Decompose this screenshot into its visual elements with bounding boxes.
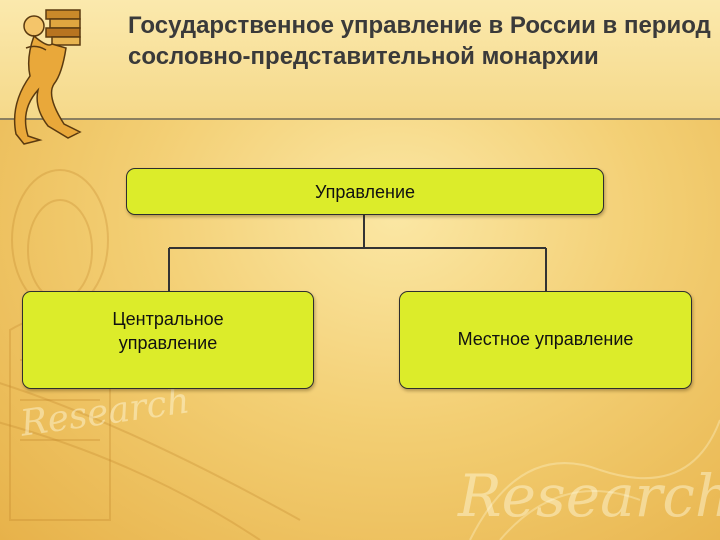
slide-title: Государственное управление в России в пе…: [128, 12, 711, 70]
watermark-large: Research: [458, 462, 720, 530]
node-local-management: Местное управление: [399, 291, 692, 389]
title-bar: [0, 0, 720, 120]
node-root: Управление: [126, 168, 604, 215]
node-root-label: Управление: [314, 181, 416, 202]
book-carrier-figure-logo: [13, 9, 82, 145]
node-central-label: Центральное управление: [112, 309, 224, 353]
node-central-management: Центральное управление: [22, 291, 314, 389]
node-local-label: Местное управление: [457, 329, 634, 349]
